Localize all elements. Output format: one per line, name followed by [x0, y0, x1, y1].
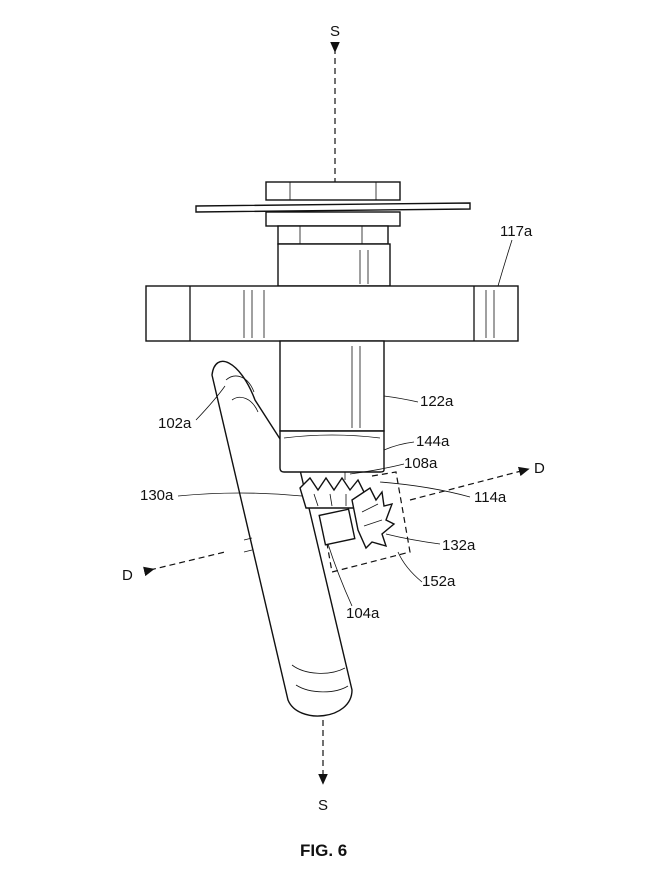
label-117a: 117a — [500, 223, 533, 240]
gear-132a — [351, 486, 396, 550]
label-130a: 130a — [140, 487, 174, 504]
cylinder-122a — [279, 340, 385, 480]
label-152a: 152a — [422, 573, 456, 590]
label-108a: 108a — [404, 455, 438, 472]
figure-caption: FIG. 6 — [300, 841, 347, 860]
label-144a: 144a — [416, 433, 450, 450]
label-132a: 132a — [442, 537, 476, 554]
top-disc — [195, 181, 471, 245]
label-114a: 114a — [474, 489, 507, 506]
label-102a: 102a — [158, 415, 192, 432]
axis-label-d-right: D — [534, 460, 545, 477]
bar-117a — [145, 285, 519, 342]
leaders — [177, 239, 513, 607]
axis-label-s-bottom: S — [318, 797, 328, 814]
axis-label-d-left: D — [122, 567, 133, 584]
housing-152a — [318, 471, 411, 573]
upper-shaft — [277, 243, 391, 287]
label-104a: 104a — [346, 605, 380, 622]
tube-102a — [211, 360, 353, 717]
gear-130a — [299, 476, 365, 509]
axis-label-s-top: S — [330, 23, 340, 40]
label-122a: 122a — [420, 393, 454, 410]
d-axis — [143, 466, 530, 577]
